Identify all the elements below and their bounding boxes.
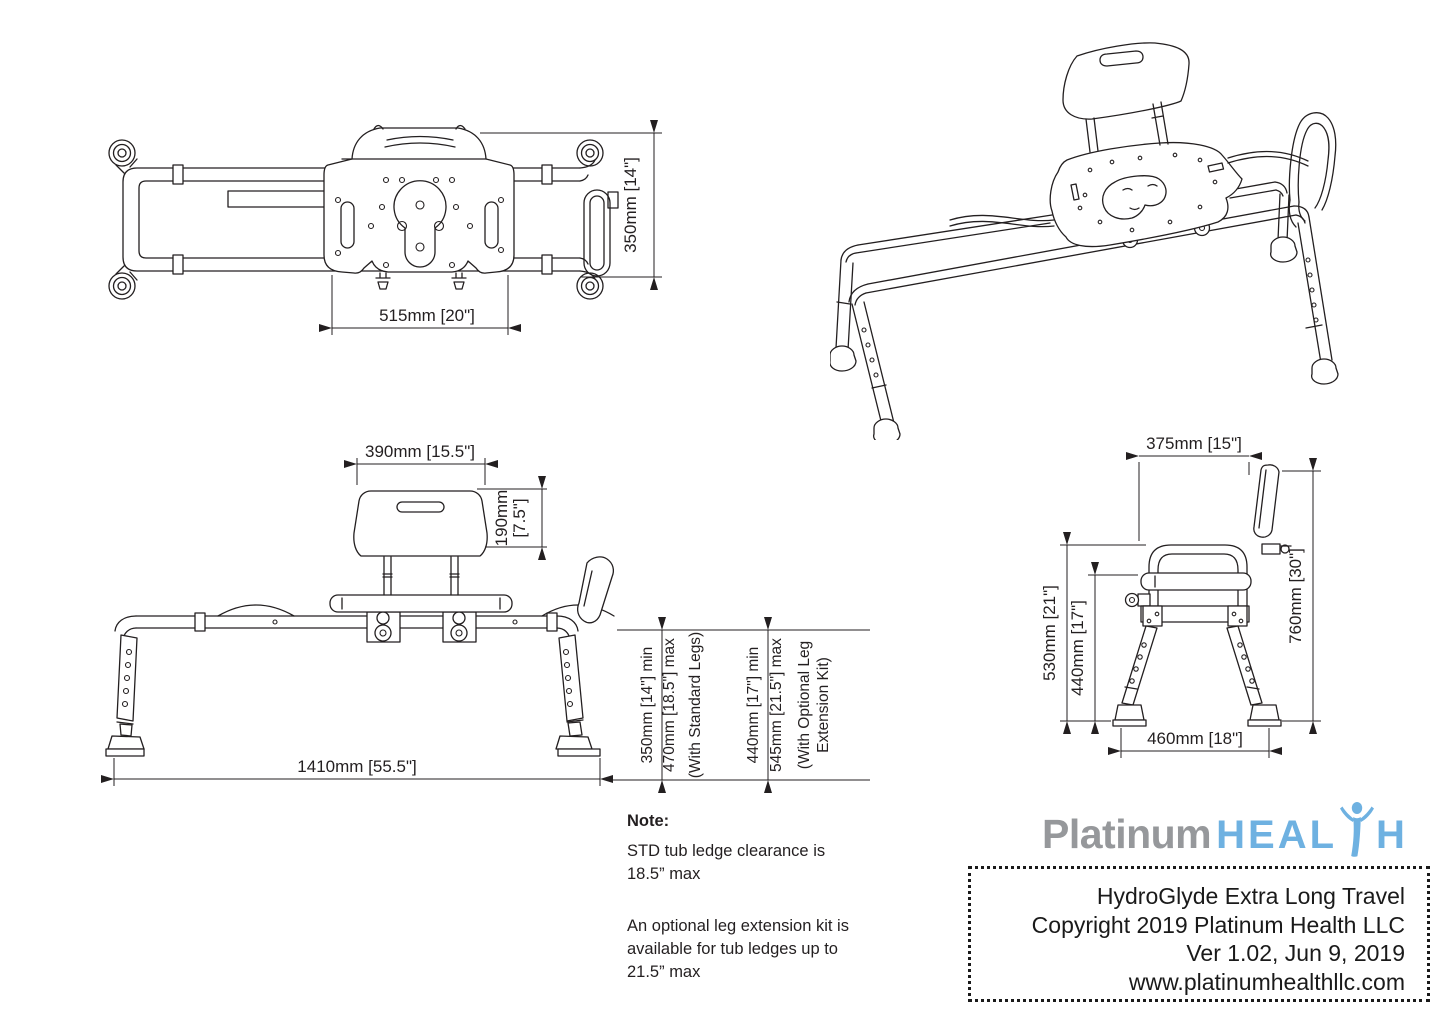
note-line: 21.5” max [627, 963, 701, 981]
note-line: STD tub ledge clearance is [627, 842, 826, 860]
dim-std-min: 350mm [14"] min [639, 647, 656, 764]
dim-std-caption: (With Standard Legs) [687, 632, 704, 778]
top-view-drawing: 350mm [14"] 515mm [20"] [108, 120, 662, 335]
logo-platinum-text: Platinum [1042, 811, 1212, 857]
side-view-dimensions: 375mm [15"] 760mm [30"] 530mm [21"] 440m… [1040, 434, 1321, 758]
dim-seat-height: 440mm [17"] [1068, 600, 1087, 696]
dim-ext-min: 440mm [17"] min [745, 647, 762, 764]
dim-backrest-height-2: [7.5"] [510, 498, 529, 537]
title-block: HydroGlyde Extra Long Travel Copyright 2… [968, 866, 1430, 1002]
dim-std-max: 470mm [18.5"] max [661, 638, 678, 772]
top-view: 350mm [14"] 515mm [20"] [80, 95, 680, 355]
dim-ext-caption-2: Extension Kit) [815, 657, 832, 753]
perspective-linework [830, 42, 1339, 440]
dim-armrest-height: 530mm [21"] [1040, 585, 1059, 681]
title-block-product: HydroGlyde Extra Long Travel [1096, 883, 1405, 909]
dim-seat-depth: 375mm [15"] [1146, 434, 1242, 453]
dim-base-depth: 460mm [18"] [1147, 729, 1243, 748]
dim-backrest-height-1: 190mm [492, 490, 511, 547]
dim-top-depth: 350mm [14"] [621, 157, 640, 253]
logo-h-text: H [1376, 813, 1405, 857]
dim-ext-caption-1: (With Optional Leg [796, 641, 813, 769]
front-view-drawing: 390mm [15.5"] 190mm [7.5"] 1410mm [55.5"… [101, 442, 870, 793]
side-view-drawing: 375mm [15"] 760mm [30"] 530mm [21"] 440m… [1040, 434, 1321, 758]
dim-overall-height: 760mm [30"] [1286, 548, 1305, 644]
title-block-version: Ver 1.02, Jun 9, 2019 [1186, 940, 1405, 966]
note-line: available for tub ledges up to [627, 940, 838, 958]
dim-ext-max: 545mm [21.5"] max [768, 638, 785, 772]
note-line: An optional leg extension kit is [627, 917, 849, 935]
dim-top-width: 515mm [20"] [379, 306, 475, 325]
note-block: Note: STD tub ledge clearance is 18.5” m… [627, 810, 887, 984]
front-view-dimensions: 390mm [15.5"] 190mm [7.5"] 1410mm [55.5"… [101, 442, 870, 793]
dim-backrest-width: 390mm [15.5"] [365, 442, 475, 461]
person-icon [1340, 802, 1375, 857]
note-line: 18.5” max [627, 865, 701, 883]
front-view: 390mm [15.5"] 190mm [7.5"] 1410mm [55.5"… [95, 430, 875, 800]
perspective-view [830, 30, 1440, 440]
perspective-view-drawing [830, 42, 1339, 440]
side-view: 375mm [15"] 760mm [30"] 530mm [21"] 440m… [1010, 425, 1340, 770]
logo-heal-text: HEAL [1216, 813, 1338, 857]
note-spacer [627, 886, 887, 915]
title-block-copyright: Copyright 2019 Platinum Health LLC [1031, 911, 1405, 938]
title-block-website: www.platinumhealthllc.com [1128, 968, 1405, 995]
note-title: Note: [627, 812, 670, 830]
top-view-dimensions: 350mm [14"] 515mm [20"] [319, 120, 662, 335]
front-view-linework [105, 490, 615, 757]
side-view-linework [1112, 464, 1292, 727]
top-view-linework [108, 124, 619, 300]
dim-overall-length: 1410mm [55.5"] [297, 757, 416, 776]
platinum-health-logo: Platinum HEAL H [1042, 797, 1405, 857]
